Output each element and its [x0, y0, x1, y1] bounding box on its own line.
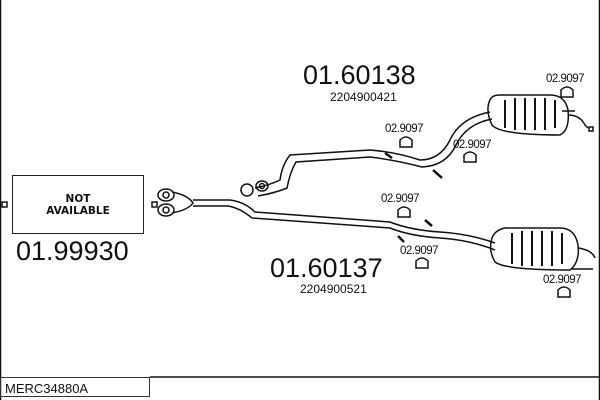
clamp-icons — [397, 86, 574, 298]
clamp-label[interactable]: 02.9097 — [400, 245, 439, 257]
part-number-rear-lower[interactable]: 01.60137 — [270, 253, 383, 283]
pipe-lower-top — [193, 199, 496, 244]
diagram-code: MERC34880A — [0, 377, 150, 397]
front-pipe-flanges — [157, 188, 194, 217]
clamp-label[interactable]: 02.9097 — [543, 274, 582, 286]
pipe-hangers — [384, 151, 443, 243]
clamp-label[interactable]: 02.9097 — [453, 139, 492, 151]
lower-muffler — [489, 227, 596, 271]
mid-flange — [240, 180, 269, 197]
clamp-label[interactable]: 02.9097 — [385, 123, 424, 135]
part-number-front-pipe[interactable]: 01.99930 — [16, 236, 129, 266]
connector-marker — [151, 201, 158, 208]
pipe-upper-top — [254, 111, 491, 189]
oem-number-rear-lower: 2204900521 — [300, 282, 367, 296]
not-available-box: NOT AVAILABLE — [12, 175, 144, 234]
connector-marker — [1, 201, 8, 208]
upper-muffler — [487, 94, 594, 136]
part-number-rear-upper[interactable]: 01.60138 — [303, 60, 416, 90]
pipe-lower-bottom — [193, 205, 496, 251]
not-available-label: NOT AVAILABLE — [46, 192, 110, 217]
oem-number-rear-upper: 2204900421 — [330, 90, 397, 104]
clamp-label[interactable]: 02.9097 — [381, 193, 420, 205]
pipe-upper-bottom — [257, 118, 493, 197]
clamp-label[interactable]: 02.9097 — [546, 73, 585, 85]
